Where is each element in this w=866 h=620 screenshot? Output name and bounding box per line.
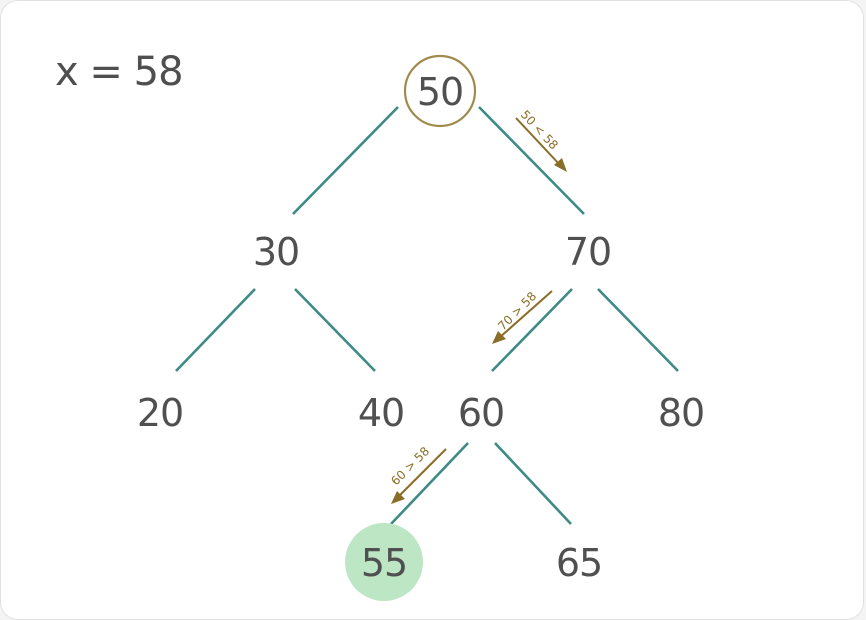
- comparison-label: 60 > 58: [388, 444, 432, 488]
- comparison-label: 70 > 58: [495, 289, 539, 333]
- arrow-head-icon: [554, 158, 567, 172]
- query-label: x = 58: [55, 49, 183, 95]
- tree-edge-60-65: [494, 442, 572, 525]
- tree-node-40: 40: [358, 391, 404, 435]
- tree-edges: [175, 106, 679, 525]
- tree-edge-50-30: [292, 106, 399, 215]
- tree-edge-70-80: [597, 288, 679, 372]
- tree-node-60: 60: [458, 391, 504, 435]
- comparison-arrow-70-60: 70 > 58: [492, 289, 553, 344]
- tree-node-50: 50: [417, 70, 463, 114]
- tree-edge-50-70: [478, 106, 585, 215]
- tree-edge-70-60: [491, 288, 573, 372]
- tree-edge-30-40: [294, 288, 376, 372]
- tree-node-70: 70: [565, 230, 611, 274]
- arrow-head-icon: [391, 491, 405, 504]
- tree-node-80: 80: [658, 391, 704, 435]
- tree-node-20: 20: [137, 391, 183, 435]
- tree-nodes: 50 30 70 20 40 60 80 55 65: [137, 70, 705, 585]
- tree-node-55: 55: [361, 541, 407, 585]
- root-highlight-ring: [403, 54, 477, 128]
- tree-node-30: 30: [253, 230, 299, 274]
- tree-edge-60-55: [390, 442, 469, 525]
- arrow-head-icon: [492, 331, 506, 344]
- comparison-arrow-50-70: 50 < 58: [515, 107, 567, 172]
- tree-edge-30-20: [175, 288, 256, 372]
- comparison-label: 50 < 58: [518, 107, 561, 152]
- tree-node-65: 65: [556, 541, 602, 585]
- found-node-highlight: [345, 523, 423, 601]
- comparison-arrows: 50 < 58 70 > 58 60 > 58: [388, 107, 567, 504]
